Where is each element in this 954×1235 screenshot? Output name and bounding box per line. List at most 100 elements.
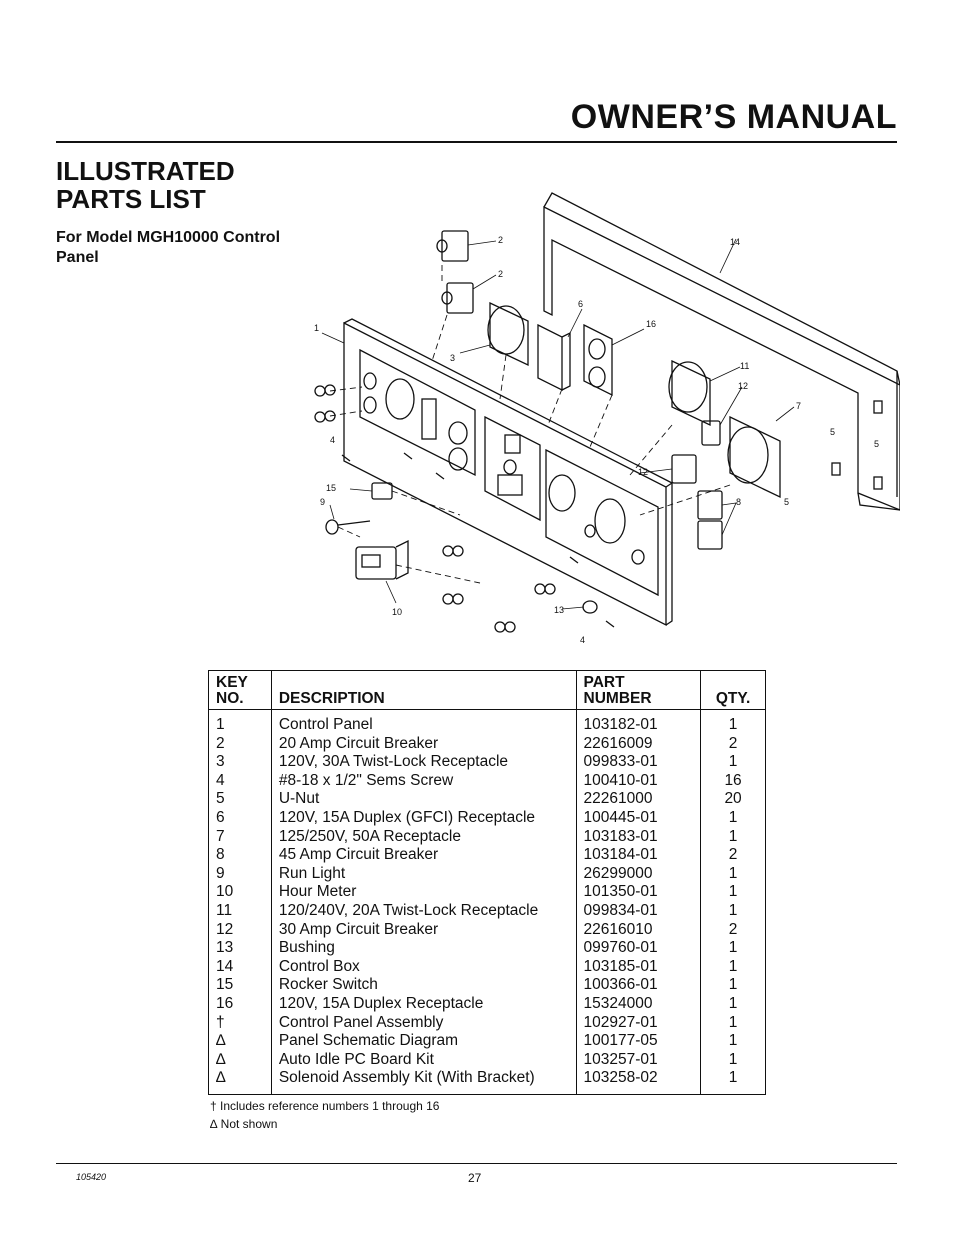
callout-9: 9 — [320, 497, 325, 507]
part-number-cell: 103185-01 — [575, 957, 702, 977]
key-cell: 6 — [208, 808, 272, 828]
description-cell: 120V, 15A Duplex (GFCI) Receptacle — [270, 808, 577, 828]
header-part-number: PART NUMBER — [575, 670, 702, 710]
callout-8: 8 — [736, 497, 741, 507]
section-title: ILLUSTRATED PARTS LIST — [56, 156, 235, 214]
qty-cell: 1 — [700, 939, 766, 958]
callout-labels: 1 2 2 3 4 4 5 5 5 6 7 8 9 10 11 12 12 13… — [314, 235, 879, 645]
header-qty: QTY. — [700, 670, 766, 710]
header-key-no: KEY NO. — [208, 670, 272, 710]
part-number-cell: 103257-01 — [575, 1050, 702, 1070]
footnote-delta: ∆ Not shown — [210, 1117, 278, 1131]
qty-cell: 16 — [700, 771, 766, 791]
key-cell: 1 — [208, 709, 272, 735]
callout-3: 3 — [450, 353, 455, 363]
callout-16: 16 — [646, 319, 656, 329]
description-cell: U-Nut — [270, 790, 577, 809]
callout-13: 13 — [554, 605, 564, 615]
diagram-line-art — [314, 192, 900, 633]
part-number-cell: 103183-01 — [575, 827, 702, 847]
table-header-row: KEY NO. DESCRIPTION PART NUMBER QTY. — [208, 670, 766, 710]
callout-2a: 2 — [498, 235, 503, 245]
callout-12a: 12 — [738, 381, 748, 391]
part-number-cell: 22616010 — [575, 920, 702, 940]
description-cell: Panel Schematic Diagram — [270, 1032, 577, 1051]
qty-cell: 1 — [700, 827, 766, 847]
description-cell: 120V, 15A Duplex Receptacle — [270, 994, 577, 1014]
part-number-cell: 102927-01 — [575, 1013, 702, 1033]
qty-cell: 1 — [700, 808, 766, 828]
callout-5c: 5 — [784, 497, 789, 507]
part-number-cell: 099760-01 — [575, 939, 702, 958]
description-cell: 45 Amp Circuit Breaker — [270, 846, 577, 865]
callout-4a: 4 — [330, 435, 335, 445]
callout-4b: 4 — [580, 635, 585, 645]
header-description: DESCRIPTION — [270, 670, 577, 710]
qty-cell: 1 — [700, 883, 766, 902]
part-number-cell: 100366-01 — [575, 976, 702, 995]
part-number-cell: 26299000 — [575, 864, 702, 884]
key-cell: 5 — [208, 790, 272, 809]
callout-7: 7 — [796, 401, 801, 411]
callout-15: 15 — [326, 483, 336, 493]
key-cell: 15 — [208, 976, 272, 995]
description-cell: Control Panel Assembly — [270, 1013, 577, 1033]
key-cell: 12 — [208, 920, 272, 940]
description-cell: 120/240V, 20A Twist-Lock Receptacle — [270, 901, 577, 921]
qty-cell: 1 — [700, 709, 766, 735]
description-cell: Solenoid Assembly Kit (With Bracket) — [270, 1069, 577, 1095]
key-cell: ∆ — [208, 1032, 272, 1051]
callout-14: 14 — [730, 237, 740, 247]
part-number-cell: 100177-05 — [575, 1032, 702, 1051]
qty-cell: 1 — [700, 1050, 766, 1070]
callout-5b: 5 — [874, 439, 879, 449]
qty-cell: 1 — [700, 957, 766, 977]
callout-6: 6 — [578, 299, 583, 309]
qty-cell: 1 — [700, 976, 766, 995]
key-cell: ∆ — [208, 1050, 272, 1070]
key-cell: 8 — [208, 846, 272, 865]
callout-5a: 5 — [830, 427, 835, 437]
key-cell: 3 — [208, 753, 272, 772]
description-cell: Bushing — [270, 939, 577, 958]
callout-2b: 2 — [498, 269, 503, 279]
qty-cell: 1 — [700, 864, 766, 884]
manual-title: OWNER’S MANUAL — [570, 98, 897, 136]
description-cell: Rocker Switch — [270, 976, 577, 995]
part-number-cell: 099834-01 — [575, 901, 702, 921]
qty-cell: 2 — [700, 846, 766, 865]
page-number: 27 — [468, 1171, 482, 1185]
description-cell: 120V, 30A Twist-Lock Receptacle — [270, 753, 577, 772]
qty-cell: 1 — [700, 901, 766, 921]
footer-rule — [56, 1163, 897, 1164]
key-cell: ∆ — [208, 1069, 272, 1095]
part-number-cell: 100445-01 — [575, 808, 702, 828]
qty-cell: 1 — [700, 994, 766, 1014]
part-number-cell: 22616009 — [575, 734, 702, 754]
callout-1: 1 — [314, 323, 319, 333]
description-cell: 20 Amp Circuit Breaker — [270, 734, 577, 754]
table-row: ∆Solenoid Assembly Kit (With Bracket)103… — [208, 1069, 766, 1095]
part-number-cell: 099833-01 — [575, 753, 702, 772]
callout-11: 11 — [740, 361, 749, 371]
description-cell: Control Panel — [270, 709, 577, 735]
key-cell: 13 — [208, 939, 272, 958]
